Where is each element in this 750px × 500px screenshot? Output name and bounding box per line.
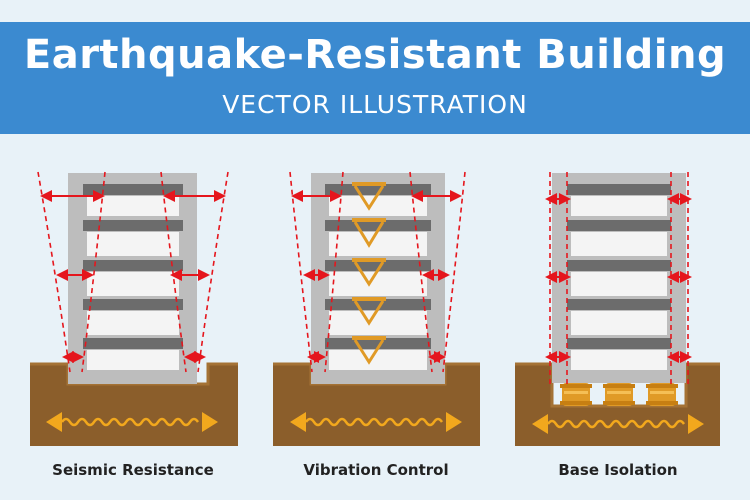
- page-subtitle: VECTOR ILLUSTRATION: [222, 90, 528, 119]
- building: [68, 173, 197, 384]
- sway-arrows: [545, 193, 692, 363]
- seismic-wave-arrow: [46, 412, 218, 432]
- vibration-control-panel: [273, 171, 480, 446]
- page-title: Earthquake-Resistant Building: [23, 32, 727, 78]
- building: [311, 173, 445, 384]
- caption-vibration-control: Vibration Control: [303, 461, 449, 479]
- isolator: [603, 383, 635, 406]
- building: [552, 173, 686, 383]
- base-isolation-panel: [515, 172, 720, 446]
- seismic-wave-arrow: [532, 414, 704, 434]
- caption-seismic-resistance: Seismic Resistance: [52, 461, 214, 479]
- title-banner: [0, 22, 750, 134]
- seismic-resistance-panel: [30, 171, 238, 446]
- caption-base-isolation: Base Isolation: [558, 461, 678, 479]
- isolator: [560, 383, 592, 406]
- seismic-wave-arrow: [290, 412, 462, 432]
- sway-arrows: [291, 190, 462, 363]
- sway-lines: [289, 171, 466, 373]
- damper-braces: [353, 185, 385, 365]
- isolator: [646, 383, 678, 406]
- damper-pads: [352, 182, 386, 340]
- base-isolators: [560, 383, 678, 406]
- sway-arrows: [40, 190, 226, 363]
